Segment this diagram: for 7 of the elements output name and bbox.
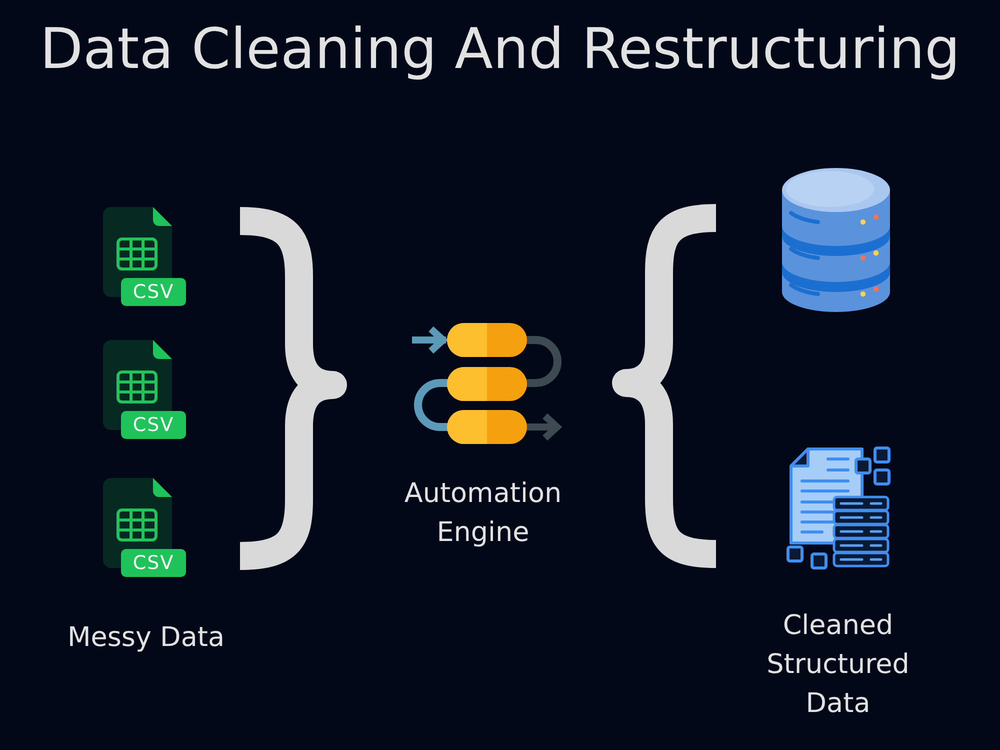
file-type-label: CSV bbox=[121, 411, 186, 439]
file-type-label: CSV bbox=[121, 278, 186, 306]
section-label: Messy Data bbox=[66, 621, 226, 655]
file-type-label: CSV bbox=[121, 549, 186, 577]
diagram-title: Data Cleaning And Restructuring bbox=[38, 16, 962, 84]
section-label: Automation Engine bbox=[403, 477, 563, 550]
section-label: Cleaned Structured Data bbox=[766, 609, 910, 721]
